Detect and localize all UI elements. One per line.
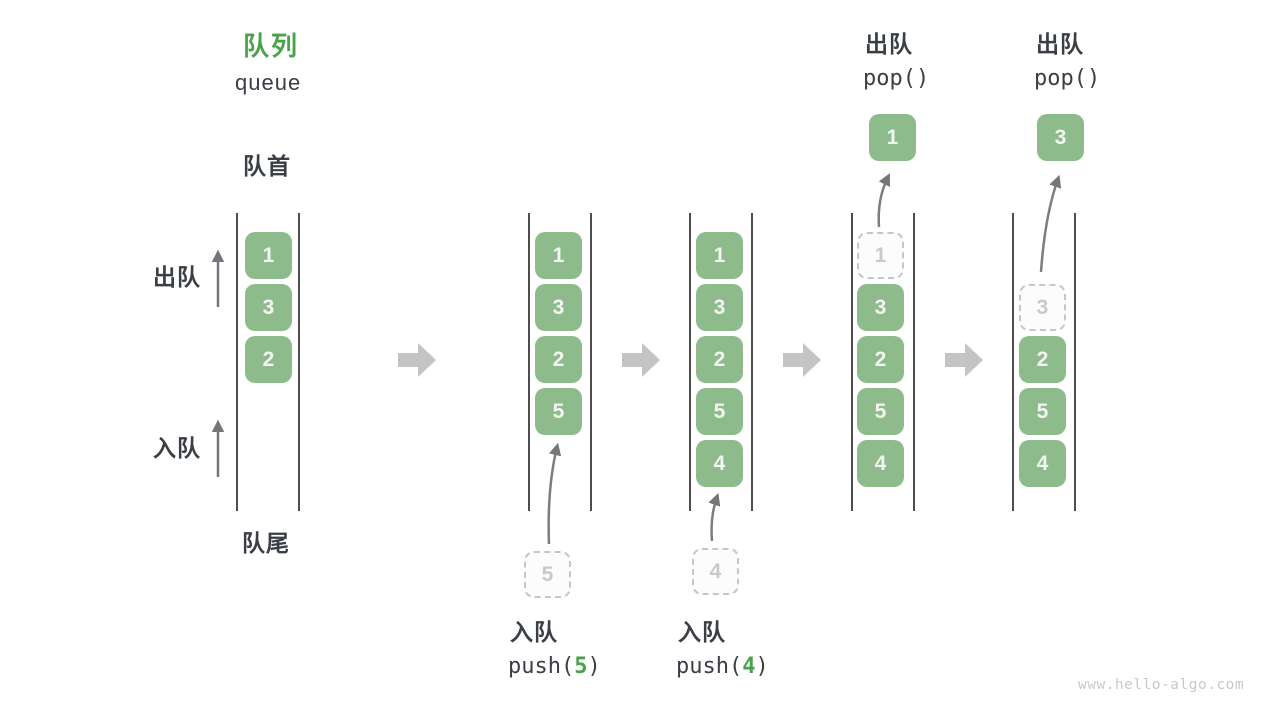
queue-rail — [1012, 213, 1076, 511]
queue-item: 5 — [696, 388, 743, 435]
queue-item: 2 — [696, 336, 743, 383]
popped-item: 3 — [1037, 114, 1084, 161]
queue-rail — [851, 213, 915, 511]
dequeue-side-label: 出队 — [153, 264, 201, 290]
push-caption-label: 入队 — [510, 619, 558, 645]
queue-item: 3 — [245, 284, 292, 331]
push-caption-label: 入队 — [678, 619, 726, 645]
pop-caption-code: pop() — [863, 66, 930, 91]
push-caption-code: push(5) — [508, 654, 601, 679]
queue-item: 4 — [857, 440, 904, 487]
pop-caption-code: pop() — [1034, 66, 1101, 91]
popped-item: 1 — [869, 114, 916, 161]
queue-item: 3 — [696, 284, 743, 331]
queue-item: 2 — [857, 336, 904, 383]
queue-item: 2 — [245, 336, 292, 383]
transition-arrow-icon — [783, 343, 821, 377]
page-title: 队列 — [243, 31, 300, 61]
enqueue-side-label: 入队 — [153, 435, 201, 461]
queue-item: 3 — [535, 284, 582, 331]
incoming-item-placeholder: 4 — [692, 548, 739, 595]
transition-arrow-icon — [398, 343, 436, 377]
queue-item: 3 — [857, 284, 904, 331]
queue-item: 5 — [1019, 388, 1066, 435]
pop-caption-label: 出队 — [865, 31, 913, 57]
queue-item: 4 — [1019, 440, 1066, 487]
queue-item: 1 — [696, 232, 743, 279]
queue-rail — [236, 213, 300, 511]
push-caption-code: push(4) — [676, 654, 769, 679]
queue-item: 4 — [696, 440, 743, 487]
queue-rail — [689, 213, 753, 511]
dequeued-slot-placeholder: 1 — [857, 232, 904, 279]
queue-rail — [528, 213, 592, 511]
code-fn-close: ) — [755, 654, 769, 679]
watermark: www.hello-algo.com — [1078, 677, 1245, 693]
code-fn-close: ) — [587, 654, 601, 679]
code-arg: 4 — [742, 654, 756, 679]
transition-arrow-icon — [945, 343, 983, 377]
code-fn-open: push( — [508, 654, 575, 679]
incoming-item-placeholder: 5 — [524, 551, 571, 598]
queue-front-label: 队首 — [243, 153, 291, 179]
queue-rear-label: 队尾 — [242, 530, 290, 556]
page-subtitle: queue — [235, 70, 302, 95]
queue-item: 2 — [535, 336, 582, 383]
transition-arrow-icon — [622, 343, 660, 377]
code-arg: 5 — [574, 654, 588, 679]
queue-item: 5 — [857, 388, 904, 435]
queue-item: 1 — [535, 232, 582, 279]
pop-caption-label: 出队 — [1036, 31, 1084, 57]
dequeued-slot-placeholder: 3 — [1019, 284, 1066, 331]
queue-item: 5 — [535, 388, 582, 435]
queue-item: 2 — [1019, 336, 1066, 383]
code-fn-open: push( — [676, 654, 743, 679]
queue-item: 1 — [245, 232, 292, 279]
